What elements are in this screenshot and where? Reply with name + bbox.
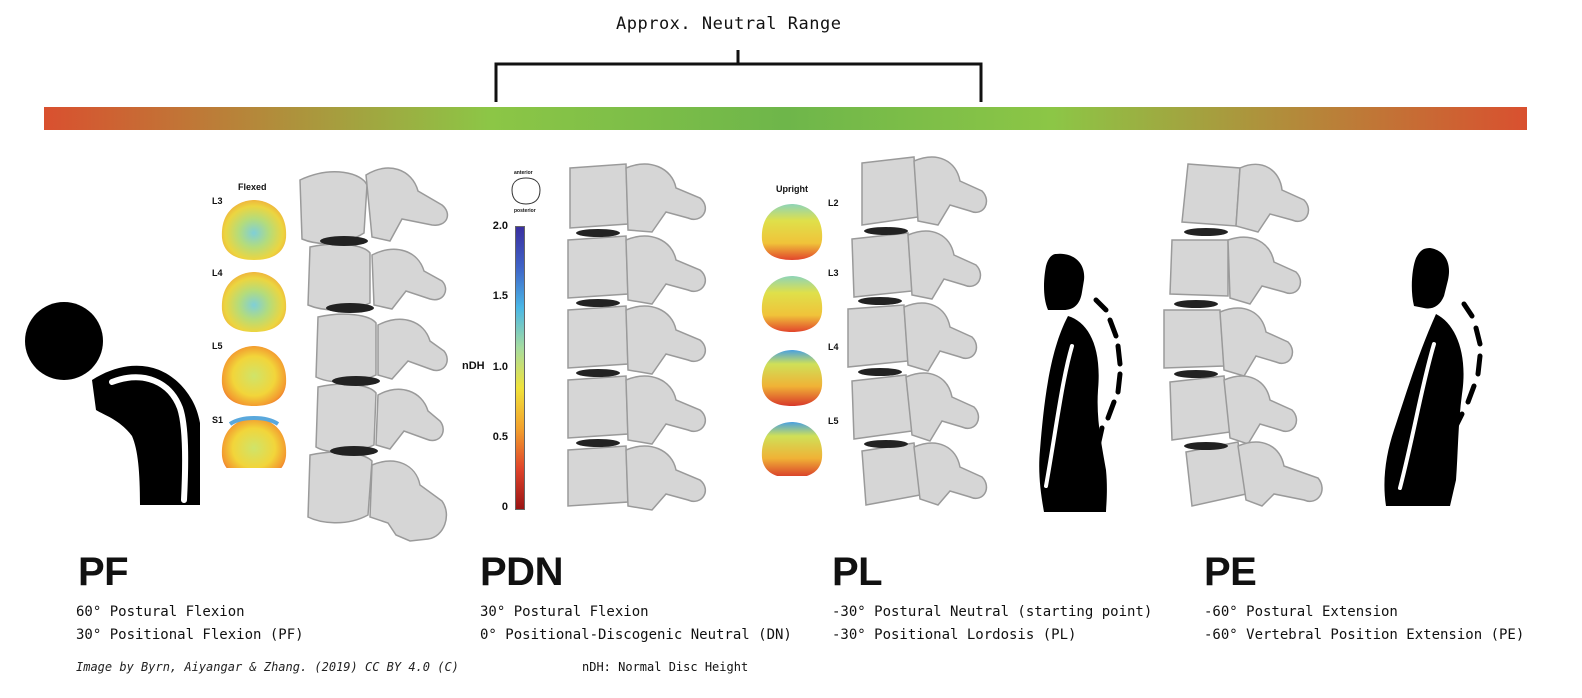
disc-level-label: L4 [212, 268, 223, 278]
panel-code-pl: PL [832, 550, 883, 594]
colorbar-tick: 2.0 [492, 220, 508, 232]
orientation-posterior-label: posterior [514, 208, 536, 214]
flexed-disc-maps: Flexed L3 L4 L5 S1 [208, 180, 298, 480]
ndh-definition-note: nDH: Normal Disc Height [582, 660, 749, 674]
panel-line-1: 60° Postural Flexion [76, 604, 245, 620]
ndh-colorbar [515, 226, 525, 510]
person-bent-forward-icon [25, 302, 200, 505]
neutral-lumbar-spine-illustration [567, 163, 706, 511]
panel-description-pdn: 30° Postural Flexion 0° Positional-Disco… [480, 601, 792, 647]
panel-code-pdn: PDN [480, 550, 563, 594]
panel-description-pf: 60° Postural Flexion 30° Positional Flex… [76, 601, 304, 647]
panel-line-2: -60° Vertebral Position Extension (PE) [1204, 627, 1525, 643]
disc-orientation-diagram [511, 177, 541, 205]
panel-code-pf: PF [78, 550, 129, 594]
panel-description-pl: -30° Postural Neutral (starting point) -… [832, 601, 1152, 647]
flexed-lumbar-spine-illustration [299, 167, 449, 542]
panel-code-pe: PE [1204, 550, 1257, 594]
image-credit: Image by Byrn, Aiyangar & Zhang. (2019) … [76, 660, 459, 674]
disc-level-label: L5 [828, 416, 839, 426]
disc-level-label: S1 [212, 415, 224, 425]
neutral-range-gradient-bar [44, 107, 1527, 130]
colorbar-axis-label: nDH [462, 360, 485, 372]
panel-description-pe: -60° Postural Extension -60° Vertebral P… [1204, 601, 1524, 647]
colorbar-tick: 0.5 [492, 431, 508, 443]
person-upright-icon [1039, 253, 1123, 512]
colorbar-tick: 0 [501, 501, 508, 513]
disc-level-label: L4 [828, 342, 839, 352]
disc-level-label: L3 [212, 196, 223, 206]
panel-line-1: -30° Postural Neutral (starting point) [832, 604, 1153, 620]
disc-heatmaps [221, 200, 287, 468]
panel-line-2: 30° Positional Flexion (PF) [76, 627, 304, 643]
disc-group-title: Flexed [238, 182, 267, 192]
panel-line-1: -60° Postural Extension [1204, 604, 1398, 620]
colorbar-tick: 1.5 [492, 290, 508, 302]
neutral-range-bracket [494, 50, 983, 102]
orientation-anterior-label: anterior [514, 170, 533, 176]
disc-heatmaps [761, 204, 823, 476]
lordotic-lumbar-spine-illustration [847, 156, 988, 506]
panel-line-1: 30° Postural Flexion [480, 604, 649, 620]
disc-group-title: Upright [776, 184, 808, 194]
extended-lumbar-spine-illustration [1163, 163, 1323, 507]
disc-level-label: L5 [212, 341, 223, 351]
panel-line-2: 0° Positional-Discogenic Neutral (DN) [480, 627, 792, 643]
upright-disc-maps: Upright L2 L3 L4 L5 [754, 180, 850, 480]
colorbar-tick: 1.0 [492, 361, 508, 373]
person-extension-icon [1384, 248, 1483, 506]
neutral-range-label: Approx. Neutral Range [616, 14, 842, 34]
disc-level-label: L3 [828, 268, 839, 278]
panel-line-2: -30° Positional Lordosis (PL) [832, 627, 1077, 643]
disc-level-label: L2 [828, 198, 839, 208]
